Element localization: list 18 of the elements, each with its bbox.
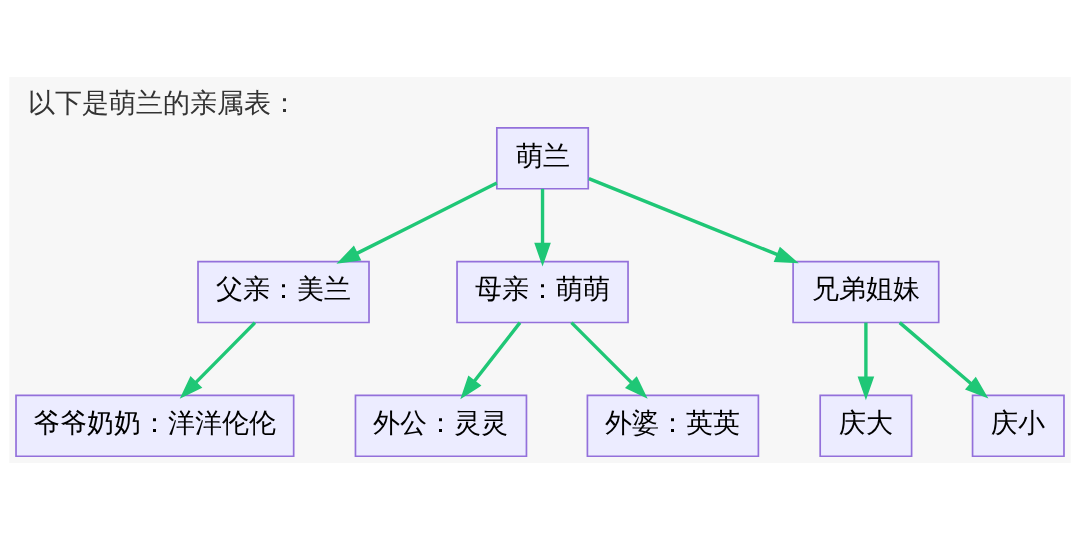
arrow [570, 321, 648, 399]
node-box: 外公：灵灵 [354, 394, 528, 458]
node-box: 萌兰 [496, 126, 590, 190]
node-box: 庆大 [819, 394, 913, 458]
node-box: 母亲：萌萌 [456, 260, 629, 324]
node-box: 爷爷奶奶：洋洋伦伦 [15, 394, 295, 458]
node-box: 庆小 [971, 394, 1065, 458]
diagram-title: 以下是萌兰的亲属表： [28, 87, 299, 119]
arrow [898, 321, 989, 399]
arrow [534, 188, 551, 267]
arrow [857, 322, 875, 401]
arrow [179, 321, 257, 399]
arrow [460, 321, 522, 400]
arrow [336, 181, 498, 264]
node-box: 兄弟姐妹 [792, 260, 940, 324]
arrow [588, 177, 799, 264]
node-box: 父亲：美兰 [197, 260, 370, 324]
node-box: 外婆：英英 [586, 394, 760, 458]
